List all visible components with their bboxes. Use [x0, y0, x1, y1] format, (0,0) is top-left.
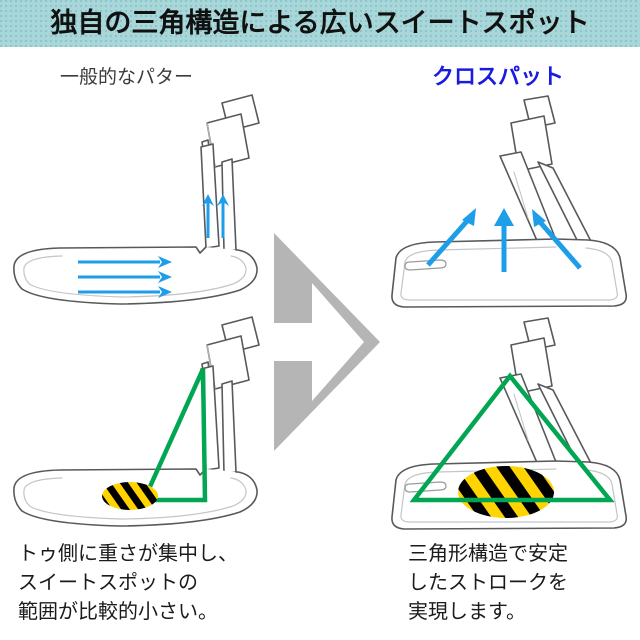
crosspat-putter-force-diagram: [388, 90, 640, 310]
left-column-label: 一般的なパター: [60, 67, 194, 88]
transition-arrow: [262, 228, 382, 456]
right-column-label: クロスパット: [432, 64, 565, 89]
conventional-putter-sweetspot-diagram: [0, 312, 290, 534]
header-bar: 独自の三角構造による広いスイートスポット: [0, 0, 640, 47]
crosspat-putter-sweetspot-diagram: [388, 312, 640, 534]
right-column-caption: 三角形構造で安定 したストロークを 実現します。: [408, 543, 568, 623]
page-title: 独自の三角構造による広いスイートスポット: [50, 8, 590, 38]
sweet-spot-marker-small: [102, 482, 158, 510]
left-column-caption: トゥ側に重さが集中し、 スイートスポットの 範囲が比較的小さい。: [18, 543, 238, 623]
chevron-right-arrow: [274, 233, 380, 451]
conventional-putter-force-diagram: [0, 90, 290, 310]
sweet-spot-marker-large: [458, 466, 554, 518]
